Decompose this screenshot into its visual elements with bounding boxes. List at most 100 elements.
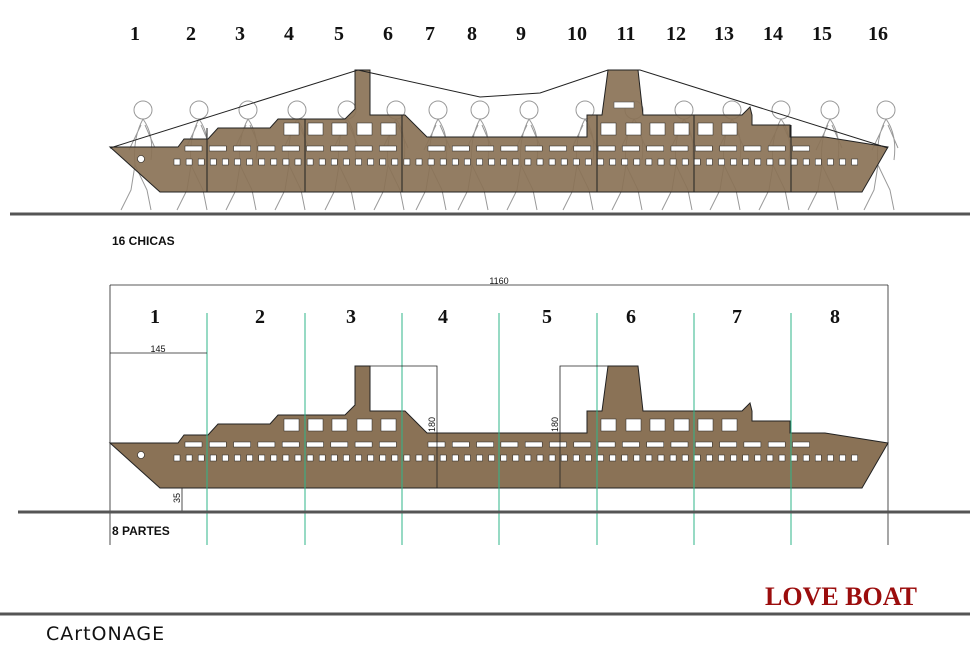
window [367,454,374,462]
window [694,158,701,166]
cabin-window [625,418,642,432]
window [476,158,483,166]
dim-height-right: 180 [550,417,560,432]
window [476,441,494,448]
window [742,158,749,166]
cabin-window [625,122,642,136]
window [306,454,314,462]
window [670,145,689,152]
window [294,158,302,166]
dimension-lines [109,284,889,545]
window [415,454,423,462]
cabin-window [356,418,373,432]
window [767,441,786,448]
cabin-window [600,418,617,432]
label-8-partes: 8 PARTES [112,524,170,538]
window [197,158,205,166]
window [367,158,374,166]
window [706,454,713,462]
bottom-number: 5 [542,306,552,328]
window [427,158,435,166]
top-number: 15 [812,23,832,45]
window [403,158,411,166]
cabin-window [673,418,690,432]
window [512,454,520,462]
window [609,158,616,166]
window [379,441,397,448]
dim-height-left: 180 [427,417,437,432]
top-number: 3 [235,23,245,45]
window [597,158,604,166]
cabin-window [673,122,690,136]
bottom-ship [109,365,889,489]
window [839,158,846,166]
window [827,158,834,166]
window [439,158,447,166]
top-number: 8 [467,23,477,45]
window [331,454,338,462]
window [851,454,858,462]
window [282,454,290,462]
window [694,454,701,462]
top-number: 14 [763,23,783,45]
window [439,454,447,462]
window [766,454,774,462]
window [281,145,300,152]
window [427,145,446,152]
cabin-window [331,122,348,136]
bottom-number: 3 [346,306,356,328]
window [585,454,592,462]
window [742,454,749,462]
window [185,158,193,166]
window [645,454,653,462]
window [427,454,435,462]
dim-base: 35 [172,493,182,503]
window [646,145,664,152]
window [524,454,532,462]
cabin-window [380,418,397,432]
window [681,454,689,462]
window [573,145,592,152]
window [270,158,278,166]
window [500,145,519,152]
window [379,158,386,166]
window [464,158,471,166]
cabin-window [331,418,348,432]
bottom-number: 2 [255,306,265,328]
window [536,158,544,166]
window [282,158,290,166]
window [185,454,193,462]
window [234,158,241,166]
window [815,158,822,166]
window [258,158,265,166]
window [173,158,181,166]
window [754,158,762,166]
window [331,158,338,166]
window [330,441,349,448]
window [173,454,181,462]
porthole [137,155,145,163]
window [681,158,689,166]
window [355,158,362,166]
window [452,454,459,462]
window [695,145,713,152]
window [403,454,411,462]
top-number: 16 [868,23,888,45]
window [718,158,725,166]
window [343,158,350,166]
window [669,158,677,166]
top-number: 5 [334,23,344,45]
top-number: 6 [383,23,393,45]
window [464,454,471,462]
window [548,454,556,462]
window [427,441,446,448]
cabin-window [721,418,738,432]
window [609,454,616,462]
window [281,441,300,448]
window [633,158,641,166]
window [500,158,507,166]
window [573,158,580,166]
dim-section: 145 [150,344,165,354]
